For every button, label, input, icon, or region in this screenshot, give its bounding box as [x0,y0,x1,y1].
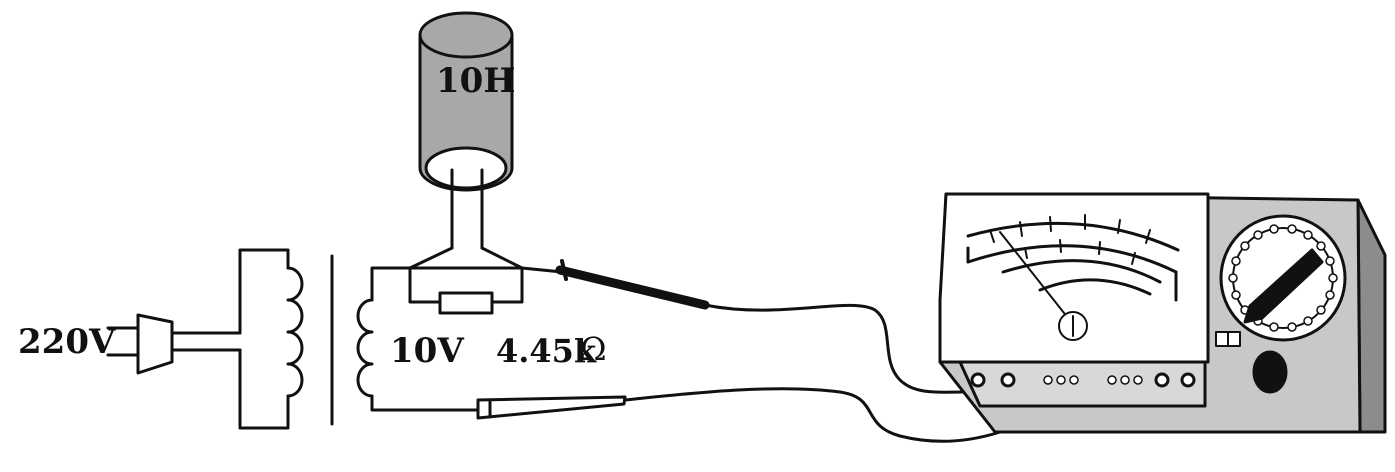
connection-block [408,246,524,315]
inductor-10h [418,11,514,250]
black-probe [520,259,964,394]
plug-icon [106,313,242,375]
secondary-voltage-label: 10V [390,331,464,371]
resistance-label: 4.45k [496,332,597,370]
transformer-primary [238,248,304,430]
transformer-secondary [356,266,482,412]
multimeter [938,192,1387,434]
supply-voltage-label: 220V [18,322,116,362]
white-probe [476,387,1002,443]
meter-jacks [970,372,1196,388]
inductor-label: 10H [436,61,515,101]
resistor-icon [438,291,494,315]
zero-adjust-knob-icon [1252,350,1288,394]
ohm-symbol: Ω [580,330,607,368]
